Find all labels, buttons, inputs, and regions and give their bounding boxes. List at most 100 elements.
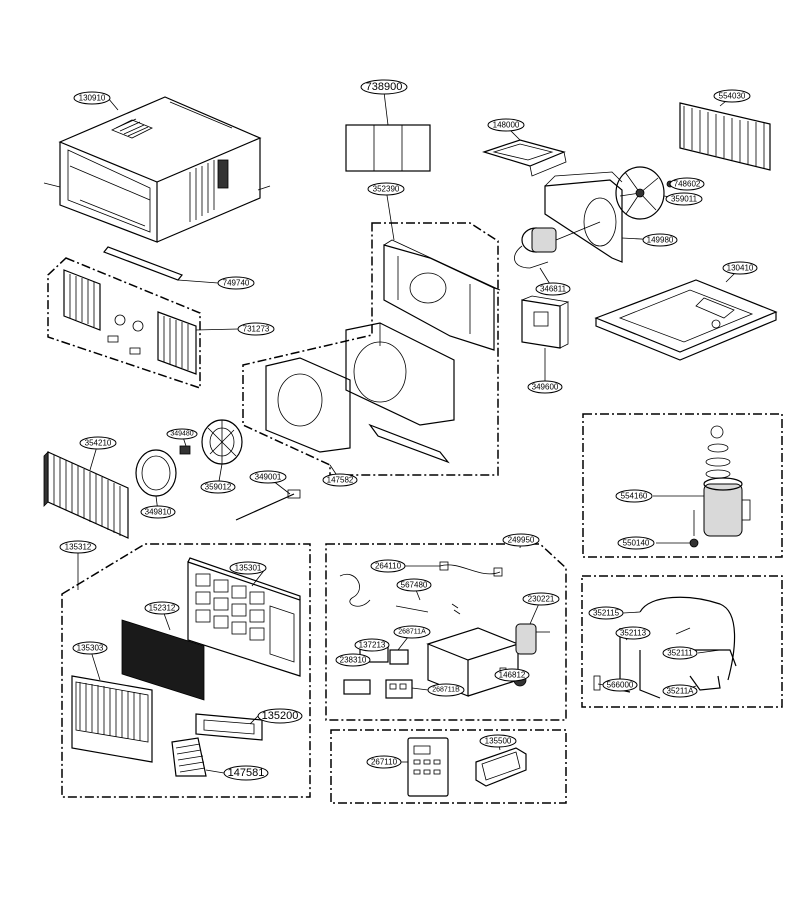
louver-part (171, 737, 207, 777)
base-pan-part (594, 279, 778, 361)
callout: 268711A (393, 625, 431, 639)
part-number: 147582 (327, 476, 354, 485)
blower-wheel-part (179, 419, 243, 465)
part-number: 148000 (493, 121, 520, 130)
part-number: 349810 (145, 508, 172, 517)
callout: 554030 (713, 89, 751, 103)
cabinet-part (43, 96, 271, 243)
callout: 352111 (662, 646, 698, 660)
group-outline-control-box (325, 543, 567, 721)
part-number: 152312 (149, 604, 176, 613)
part-number: 550140 (623, 539, 650, 548)
motor-mount-part (521, 295, 570, 349)
part-number: 135303 (77, 644, 104, 653)
callout: 130410 (722, 261, 758, 275)
callout: 267110 (366, 755, 402, 769)
part-number: 359012 (205, 483, 232, 492)
cover-panel-part (195, 713, 263, 741)
capacitor-part (515, 623, 550, 655)
callout: 149980 (642, 233, 678, 247)
callout: 146812 (494, 668, 530, 682)
condenser-panel-part (679, 102, 771, 171)
callout: 135200 (257, 708, 303, 724)
part-number: 731273 (243, 325, 270, 334)
part-number: 349600 (532, 383, 559, 392)
group-outline-front-grille (61, 543, 311, 798)
callout: 135301 (229, 561, 267, 575)
part-number: 149980 (647, 236, 674, 245)
callout: 147581 (223, 765, 269, 781)
top-strip-part (103, 246, 183, 281)
front-frame-part (187, 557, 301, 677)
part-number: 349480 (170, 431, 193, 438)
shaft-part (235, 489, 301, 521)
part-number: 738900 (366, 81, 403, 93)
callout: 35211A (662, 684, 698, 698)
part-number: 554160 (621, 492, 648, 501)
callout: 135303 (72, 641, 108, 655)
callout: 152312 (144, 601, 180, 615)
callout: 354210 (79, 436, 117, 450)
callout: 349810 (140, 505, 176, 519)
part-number: 146812 (499, 671, 526, 680)
callout: 352115 (588, 606, 624, 620)
part-number: 352390 (373, 185, 400, 194)
part-number: 267110 (371, 758, 398, 767)
front-grille-part (71, 675, 153, 763)
part-number: 130410 (727, 264, 754, 273)
side-panels-part (63, 269, 197, 375)
scroll-housing-part (265, 322, 455, 464)
compressor-part (689, 425, 751, 548)
fan-motor-part (514, 221, 601, 269)
callout: 238310 (335, 653, 371, 667)
callout: 130910 (73, 91, 111, 105)
callouts: 130910 738900 148000 554030 352390 74860… (59, 79, 758, 781)
group-outline-fan-housing (242, 222, 499, 476)
part-number: 354210 (85, 439, 112, 448)
part-number: 135301 (235, 564, 262, 573)
callout: 550140 (617, 536, 655, 550)
callout: 249950 (502, 533, 540, 547)
callout: 359012 (200, 480, 236, 494)
callout: 352113 (615, 626, 651, 640)
part-number: 566000 (607, 681, 634, 690)
callout: 738900 (360, 79, 408, 95)
callout: 749740 (217, 276, 255, 290)
callout: 566000 (602, 678, 638, 692)
callout: 268711B (427, 683, 465, 697)
group-outlines (47, 222, 783, 804)
group-outline-tubing (581, 575, 783, 708)
label-sheet-part (345, 124, 431, 172)
control-bracket-part (395, 603, 520, 697)
wire-harness-part (339, 561, 503, 607)
part-number: 137213 (359, 641, 386, 650)
part-number: 349001 (255, 473, 282, 482)
callout: 731273 (237, 322, 275, 336)
fan-shroud-part (544, 171, 623, 263)
remote-part (407, 737, 449, 797)
part-number: 352113 (620, 629, 647, 638)
callout: 135500 (479, 734, 517, 748)
callout: 147582 (322, 473, 358, 487)
group-outline-remote (330, 729, 567, 804)
part-number: 567480 (401, 581, 428, 590)
callout: 349600 (527, 380, 563, 394)
part-number: 554030 (719, 92, 746, 101)
callout: 346811 (535, 282, 571, 296)
part-number: 230221 (528, 595, 555, 604)
part-number: 748602 (674, 180, 701, 189)
evaporator-coil-part (43, 451, 129, 539)
part-number: 268711A (398, 629, 426, 636)
callout: 264110 (370, 559, 406, 573)
callout: 554160 (615, 489, 653, 503)
callout: 135312 (59, 540, 97, 554)
part-number: 249950 (508, 536, 535, 545)
part-number: 135200 (262, 710, 299, 722)
part-number: 352115 (593, 609, 620, 618)
group-outline-side-panels (47, 257, 201, 390)
inlet-ring-part (135, 449, 177, 497)
part-number: 135312 (65, 543, 92, 552)
callout: 349001 (249, 470, 287, 484)
part-number: 352111 (667, 649, 693, 658)
